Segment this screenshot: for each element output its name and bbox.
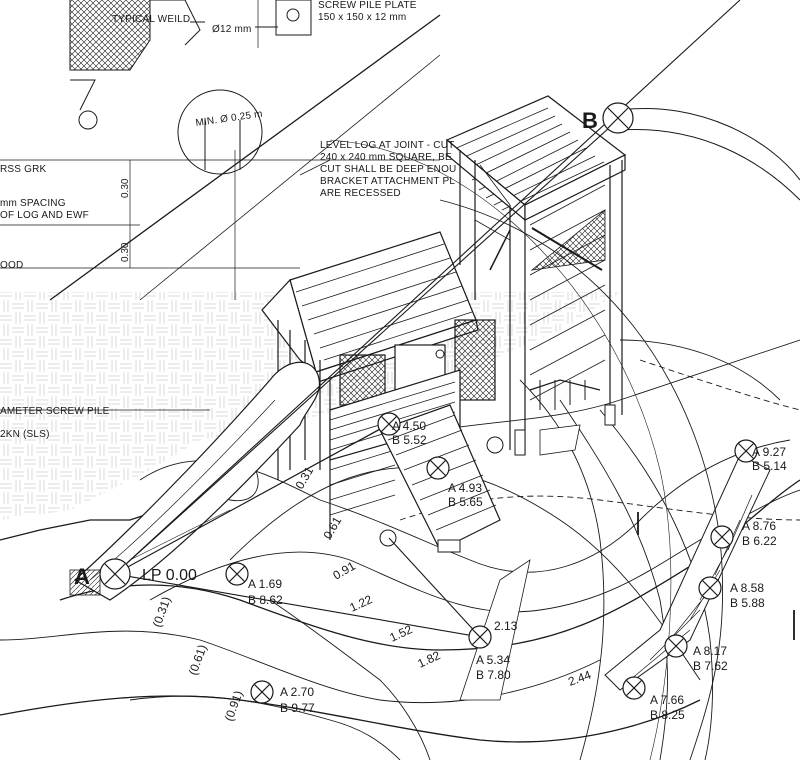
- survey-a: A 1.69: [248, 577, 282, 591]
- note-wood: OOD: [0, 260, 23, 271]
- survey-b: B 5.14: [752, 459, 787, 473]
- reference-labels: A B LP 0.00: [74, 108, 598, 589]
- survey-a: A 5.34: [476, 653, 510, 667]
- survey-b: B 5.65: [448, 495, 483, 509]
- site-plan-area: [0, 260, 800, 760]
- note-plate-size: 150 x 150 x 12 mm: [318, 12, 406, 23]
- survey-a: A 8.76: [742, 519, 776, 533]
- dim-0-30-a: 0.30: [120, 178, 131, 198]
- note-screw-pile-dia: AMETER SCREW PILE: [0, 406, 110, 417]
- marker-5: [468, 625, 492, 649]
- survey-b: B 9.77: [280, 701, 315, 715]
- survey-a: A 2.70: [280, 685, 314, 699]
- survey-b: B 8.62: [248, 593, 283, 607]
- note-level-log-4: BRACKET ATTACHMENT PL: [320, 176, 455, 187]
- survey-a: A 8.58: [730, 581, 764, 595]
- note-level-log-3: CUT SHALL BE DEEP ENOU: [320, 164, 456, 175]
- marker-4: [250, 680, 274, 704]
- note-kn-sls: 2KN (SLS): [0, 429, 50, 440]
- note-level-log-2: 240 x 240 mm SQUARE, BE: [320, 152, 452, 163]
- ref-b-label: B: [582, 108, 598, 133]
- tube-slide: [69, 361, 321, 601]
- marker-3: [225, 562, 249, 586]
- note-grk: RSS GRK: [0, 164, 47, 175]
- marker-2: [426, 456, 450, 480]
- survey-a: A 4.50: [392, 419, 426, 433]
- ref-a-label: A: [74, 564, 90, 589]
- survey-b: B 7.80: [476, 668, 511, 682]
- note-typical-weld: TYPICAL WEILD: [112, 14, 190, 25]
- marker-8: [698, 576, 722, 600]
- survey-labels: A 4.50 B 5.52 A 4.93 B 5.65 A 1.69 B 8.6…: [248, 419, 787, 722]
- survey-markers: [99, 102, 758, 704]
- survey-b: B 8.25: [650, 708, 685, 722]
- site-furniture: [379, 424, 795, 701]
- survey-a: A 4.93: [448, 481, 482, 495]
- note-level-log-1: LEVEL LOG AT JOINT - CUT: [320, 140, 454, 151]
- marker-7: [710, 525, 734, 549]
- contour-label: 2.13: [494, 619, 518, 633]
- marker-b-ref: [602, 102, 634, 134]
- survey-b: B 5.88: [730, 596, 765, 610]
- survey-b: B 6.22: [742, 534, 777, 548]
- survey-a: A 7.66: [650, 693, 684, 707]
- survey-b: B 5.52: [392, 433, 427, 447]
- marker-a-ref: [99, 558, 131, 590]
- survey-b: B 7.62: [693, 659, 728, 673]
- note-spacing-1: mm SPACING: [0, 198, 66, 209]
- note-rod-diameter: Ø12 mm: [212, 24, 252, 35]
- survey-a: A 8.17: [693, 644, 727, 658]
- marker-1: [377, 412, 401, 436]
- detail-notes: TYPICAL WEILD SCREW PILE PLATE 150 x 150…: [0, 0, 456, 440]
- note-screw-pile-plate: SCREW PILE PLATE: [318, 0, 417, 11]
- marker-9: [664, 634, 688, 658]
- survey-lines: [114, 0, 741, 760]
- marker-6: [734, 439, 758, 463]
- note-level-log-5: ARE RECESSED: [320, 188, 401, 199]
- survey-a: A 9.27: [752, 445, 786, 459]
- lp-level: LP 0.00: [142, 567, 197, 584]
- dim-0-30-b: 0.30: [120, 242, 131, 262]
- lookout-tower: [445, 95, 627, 456]
- note-spacing-2: OF LOG AND EWF: [0, 210, 89, 221]
- screw-pile-detail: [0, 0, 441, 411]
- marker-10: [622, 676, 646, 700]
